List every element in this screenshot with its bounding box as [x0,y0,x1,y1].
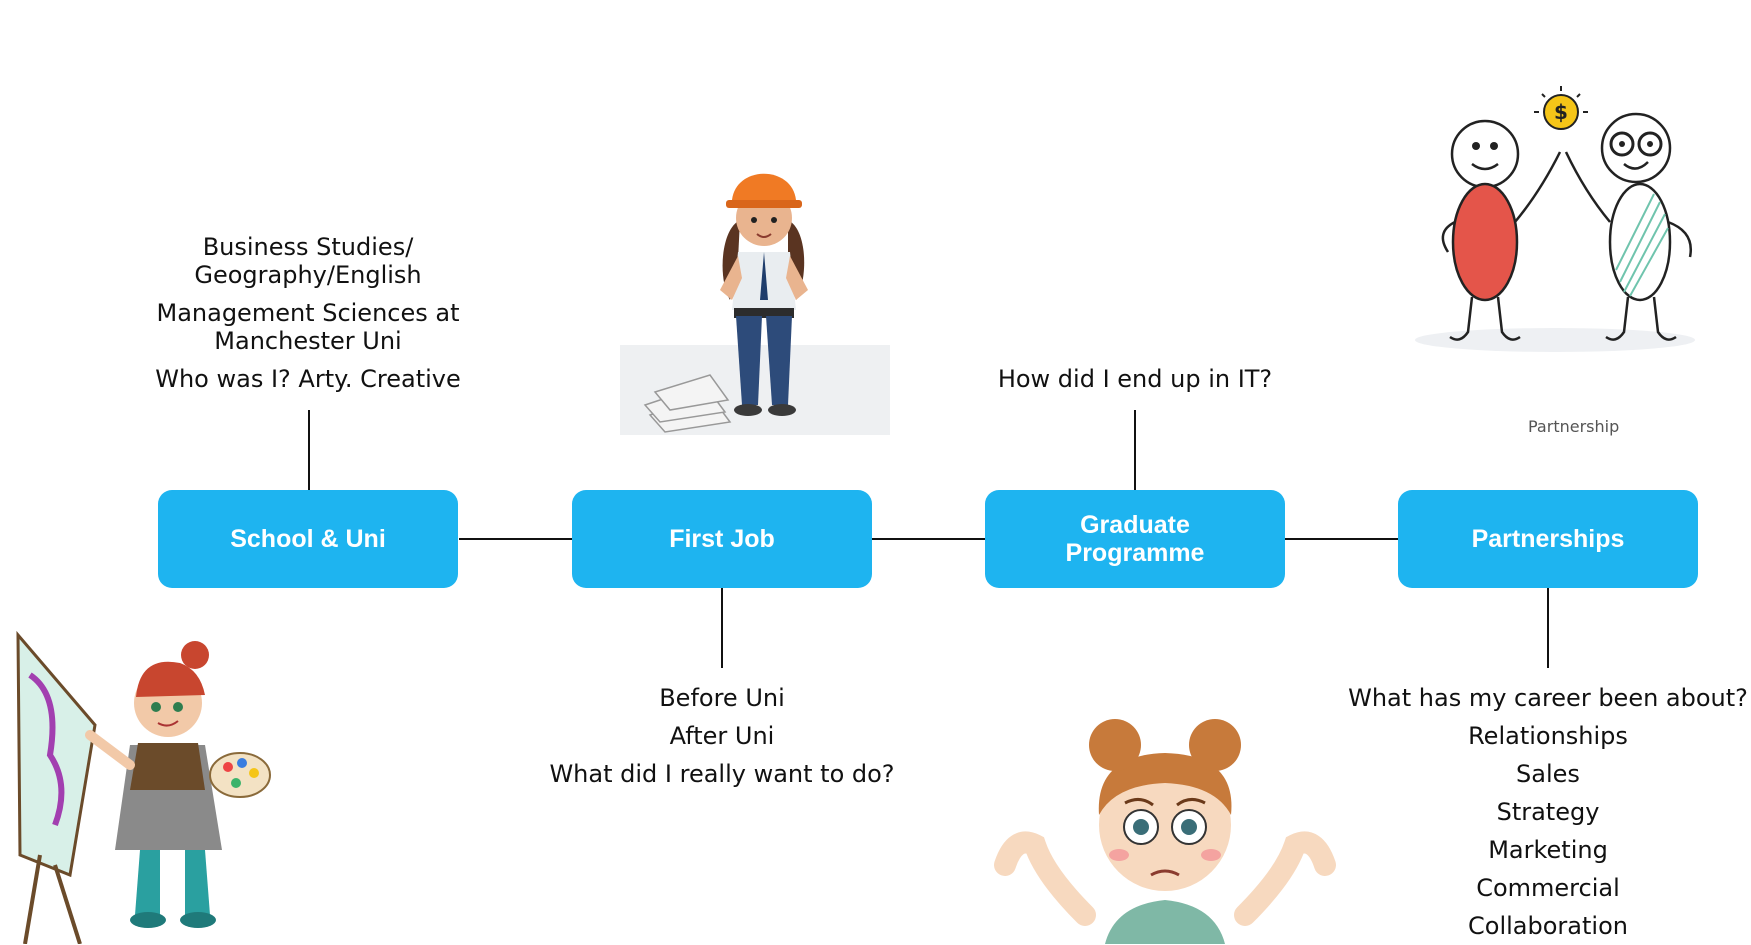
partnership-note-4: Strategy [1496,798,1600,826]
first-job-note-1: Before Uni [659,684,785,712]
partnership-notes: What has my career been about? Relations… [1348,679,1748,945]
school-notes: Business Studies/ Geography/English Mana… [128,233,488,393]
partnership-note-3: Sales [1516,760,1580,788]
school-note-subjects-2: Geography/English [194,261,422,289]
partnership-note-7: Collaboration [1468,912,1628,940]
partnership-note-2: Relationships [1468,722,1628,750]
school-note-uni-2: Manchester Uni [214,327,402,355]
connector-school-notes [308,410,310,490]
connector-graduate-notes [1134,410,1136,490]
partnership-note-1: What has my career been about? [1348,684,1748,712]
first-job-notes: Before Uni After Uni What did I really w… [522,679,922,793]
connector-school-firstjob [459,538,572,540]
school-note-subjects-1: Business Studies/ [202,233,414,261]
node-partnerships: Partnerships [1398,490,1698,588]
partnership-image-caption: Partnership [1528,417,1620,436]
connector-firstjob-notes [721,588,723,668]
first-job-note-3: What did I really want to do? [549,760,895,788]
partnership-note-5: Marketing [1488,836,1608,864]
connector-partnerships-notes [1547,588,1549,668]
node-school-uni-label: School & Uni [230,525,386,553]
school-note-identity: Who was I? Arty. Creative [155,365,461,393]
partnership-note-6: Commercial [1476,874,1620,902]
node-partnerships-label: Partnerships [1471,525,1625,553]
graduate-note-question: How did I end up in IT? [997,365,1273,393]
graduate-notes: How did I end up in IT? [955,365,1315,393]
node-graduate-label-line2: Programme [1065,539,1205,567]
svg-text:$: $ [1554,100,1568,124]
node-first-job: First Job [572,490,872,588]
artist-painter-illustration [16,630,271,944]
confused-girl-illustration [994,719,1336,944]
connector-graduate-partnerships [1285,538,1398,540]
school-note-uni-1: Management Sciences at [156,299,460,327]
node-first-job-label: First Job [669,525,775,553]
connector-firstjob-graduate [872,538,985,540]
node-school-uni: School & Uni [158,490,458,588]
node-graduate-label-line1: Graduate [1080,511,1190,539]
partnership-illustration: $ [1415,86,1695,352]
node-graduate-programme: Graduate Programme [985,490,1285,588]
construction-worker-illustration [620,173,890,435]
first-job-note-2: After Uni [669,722,775,750]
